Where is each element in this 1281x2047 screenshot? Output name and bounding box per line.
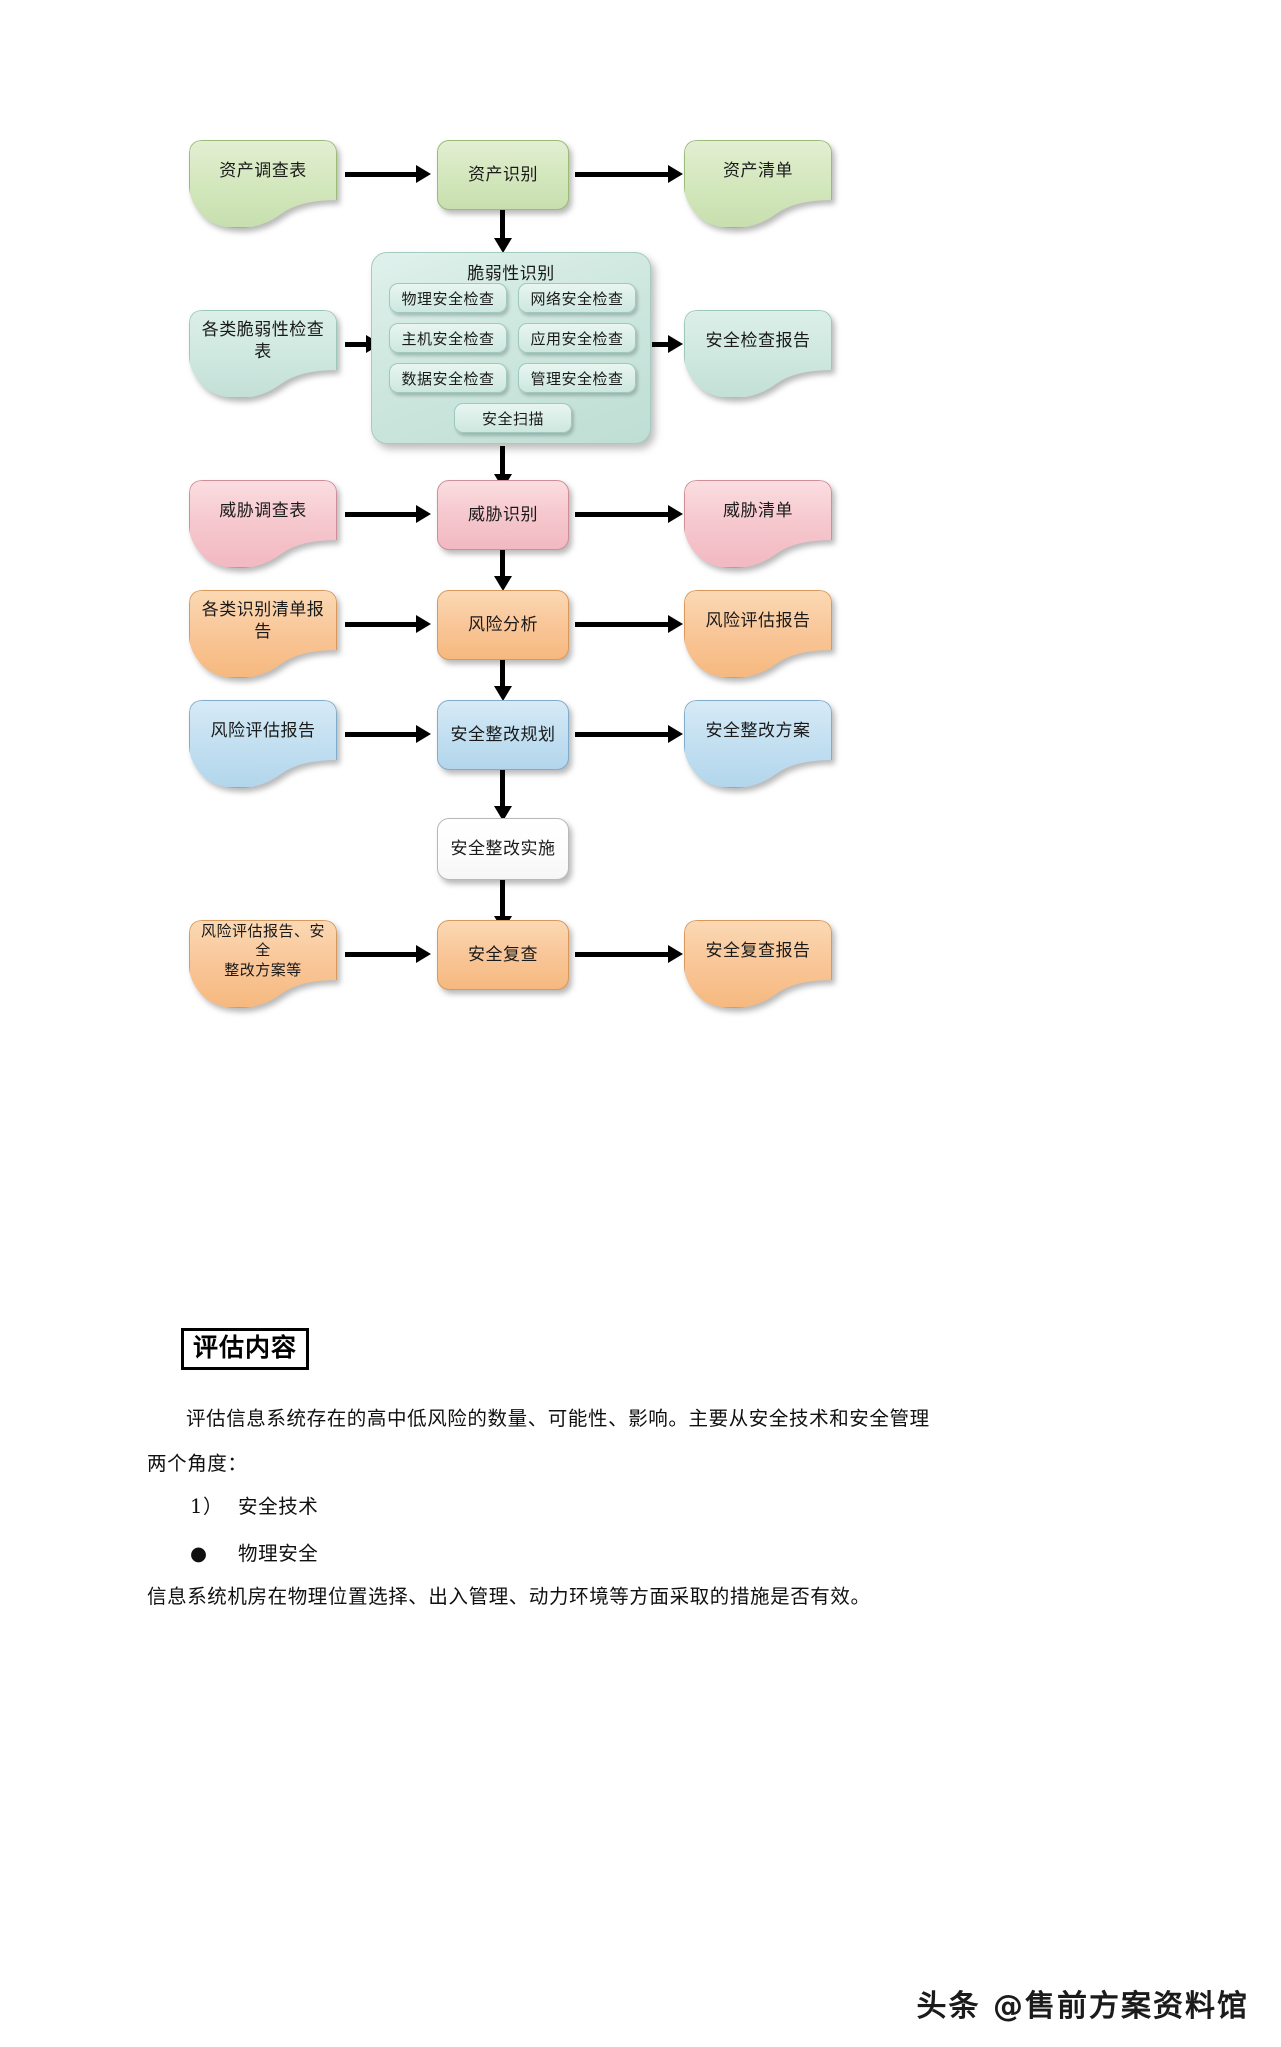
arrow-review-out — [575, 952, 671, 957]
process-security-rectification-plan: 安全整改规划 — [437, 700, 569, 770]
doc-security-rectification-scheme: 安全整改方案 — [684, 700, 832, 788]
watermark: 头条 @售前方案资料馆 — [916, 1989, 1249, 2024]
arrow-risk-out — [575, 622, 671, 627]
arrow-threat-in-head — [416, 505, 431, 523]
process-asset-identification: 资产识别 — [437, 140, 569, 210]
doc-review-inputs-line1: 风险评估报告、安全 — [200, 922, 325, 960]
process-risk-analysis: 风险分析 — [437, 590, 569, 660]
doc-risk-assessment-report: 风险评估报告 — [684, 590, 832, 678]
arrow-asset-out — [575, 172, 671, 177]
subbox-management-security-check-label: 管理安全检查 — [530, 370, 624, 388]
arrow-asset-out-head — [668, 165, 683, 183]
doc-review-inputs: 风险评估报告、安全 整改方案等 — [189, 920, 337, 1008]
doc-risk-report-input-label: 风险评估报告 — [210, 720, 316, 740]
list-item-1-number: 1） — [190, 1495, 224, 1518]
arrow-threat-to-risk — [500, 550, 505, 578]
arrow-vuln-to-threat — [500, 446, 505, 476]
subbox-data-security-check: 数据安全检查 — [389, 363, 507, 393]
arrow-risk-in-head — [416, 615, 431, 633]
bullet-item-1: ● 物理安全 — [190, 1537, 318, 1566]
arrow-risk-out-head — [668, 615, 683, 633]
group-vulnerability-identification-title: 脆弱性识别 — [467, 264, 555, 283]
doc-security-check-report: 安全检查报告 — [684, 310, 832, 398]
doc-threat-survey: 威胁调查表 — [189, 480, 337, 568]
doc-security-review-report-label: 安全复查报告 — [705, 940, 811, 960]
arrow-risk-to-plan — [500, 660, 505, 688]
process-security-review-label: 安全复查 — [468, 945, 538, 965]
paragraph-1-line-2: 两个角度： — [147, 1452, 248, 1475]
list-item-1: 1） 安全技术 — [190, 1490, 318, 1519]
subbox-security-scan-label: 安全扫描 — [481, 410, 544, 428]
process-threat-identification-label: 威胁识别 — [468, 505, 538, 525]
doc-threat-survey-label: 威胁调查表 — [219, 500, 307, 520]
arrow-plan-out — [575, 732, 671, 737]
arrow-threat-out-head — [668, 505, 683, 523]
doc-risk-assessment-report-label: 风险评估报告 — [705, 610, 811, 630]
doc-asset-survey-label: 资产调查表 — [219, 160, 307, 180]
process-threat-identification: 威胁识别 — [437, 480, 569, 550]
doc-asset-survey: 资产调查表 — [189, 140, 337, 228]
arrow-asset-to-vuln-head — [494, 238, 512, 253]
doc-security-check-report-label: 安全检查报告 — [705, 330, 811, 350]
arrow-risk-to-plan-head — [494, 686, 512, 701]
doc-vulnerability-checklists-label: 各类脆弱性检查表 — [201, 319, 325, 361]
process-security-rectification-implementation-label: 安全整改实施 — [450, 839, 556, 859]
doc-threat-list: 威胁清单 — [684, 480, 832, 568]
doc-vulnerability-checklists: 各类脆弱性检查表 — [189, 310, 337, 398]
bullet-marker-icon: ● — [190, 1542, 208, 1565]
doc-identification-reports: 各类识别清单报告 — [189, 590, 337, 678]
process-security-review: 安全复查 — [437, 920, 569, 990]
arrow-plan-in — [345, 732, 418, 737]
arrow-plan-out-head — [668, 725, 683, 743]
list-item-1-text: 安全技术 — [238, 1495, 319, 1518]
group-vulnerability-identification: 脆弱性识别 物理安全检查 网络安全检查 主机安全检查 应用安全检查 数据安全检查… — [371, 252, 651, 444]
doc-threat-list-label: 威胁清单 — [723, 500, 793, 520]
subbox-host-security-check: 主机安全检查 — [389, 323, 507, 353]
doc-review-inputs-label: 风险评估报告、安全 整改方案等 — [189, 920, 337, 982]
subbox-security-scan: 安全扫描 — [454, 403, 572, 433]
process-security-rectification-plan-label: 安全整改规划 — [450, 725, 556, 745]
arrow-vuln-in — [345, 342, 369, 347]
process-asset-identification-label: 资产识别 — [468, 165, 538, 185]
section-heading: 评估内容 — [181, 1328, 310, 1371]
arrow-plan-in-head — [416, 725, 431, 743]
doc-asset-list: 资产清单 — [684, 140, 832, 228]
doc-asset-list-label: 资产清单 — [723, 160, 793, 180]
doc-review-inputs-line2: 整改方案等 — [224, 961, 302, 979]
arrow-asset-in — [345, 172, 418, 177]
arrow-threat-out — [575, 512, 671, 517]
arrow-plan-to-implement-head — [494, 806, 512, 821]
subbox-management-security-check: 管理安全检查 — [518, 363, 636, 393]
arrow-threat-in — [345, 512, 418, 517]
subbox-physical-security-check: 物理安全检查 — [389, 283, 507, 313]
subbox-host-security-check-label: 主机安全检查 — [401, 330, 495, 348]
arrow-implement-to-review — [500, 880, 505, 918]
process-risk-analysis-label: 风险分析 — [468, 615, 538, 635]
arrow-plan-to-implement — [500, 770, 505, 808]
subbox-physical-security-check-label: 物理安全检查 — [401, 290, 495, 308]
paragraph-1-line-1: 评估信息系统存在的高中低风险的数量、可能性、影响。主要从安全技术和安全管理 — [186, 1407, 930, 1430]
bullet-item-1-text: 物理安全 — [238, 1542, 319, 1565]
doc-risk-report-input: 风险评估报告 — [189, 700, 337, 788]
arrow-review-in-head — [416, 945, 431, 963]
subbox-data-security-check-label: 数据安全检查 — [401, 370, 495, 388]
arrow-vuln-out — [652, 342, 671, 347]
arrow-review-out-head — [668, 945, 683, 963]
doc-identification-reports-label: 各类识别清单报告 — [201, 599, 325, 641]
subbox-network-security-check-label: 网络安全检查 — [530, 290, 624, 308]
arrow-vuln-out-head — [668, 335, 683, 353]
doc-security-review-report: 安全复查报告 — [684, 920, 832, 1008]
subbox-application-security-check: 应用安全检查 — [518, 323, 636, 353]
arrow-asset-to-vuln — [500, 210, 505, 240]
arrow-risk-in — [345, 622, 418, 627]
risk-assessment-flowchart: 资产调查表 资产识别 资产清单 各类脆弱性检查表 脆弱性识别 物理安全检查 — [0, 140, 1281, 1300]
arrow-asset-in-head — [416, 165, 431, 183]
subbox-application-security-check-label: 应用安全检查 — [530, 330, 624, 348]
arrow-review-in — [345, 952, 418, 957]
paragraph-2: 信息系统机房在物理位置选择、出入管理、动力环境等方面采取的措施是否有效。 — [147, 1585, 871, 1608]
arrow-threat-to-risk-head — [494, 576, 512, 591]
doc-security-rectification-scheme-label: 安全整改方案 — [705, 720, 811, 740]
process-security-rectification-implementation: 安全整改实施 — [437, 818, 569, 880]
subbox-network-security-check: 网络安全检查 — [518, 283, 636, 313]
